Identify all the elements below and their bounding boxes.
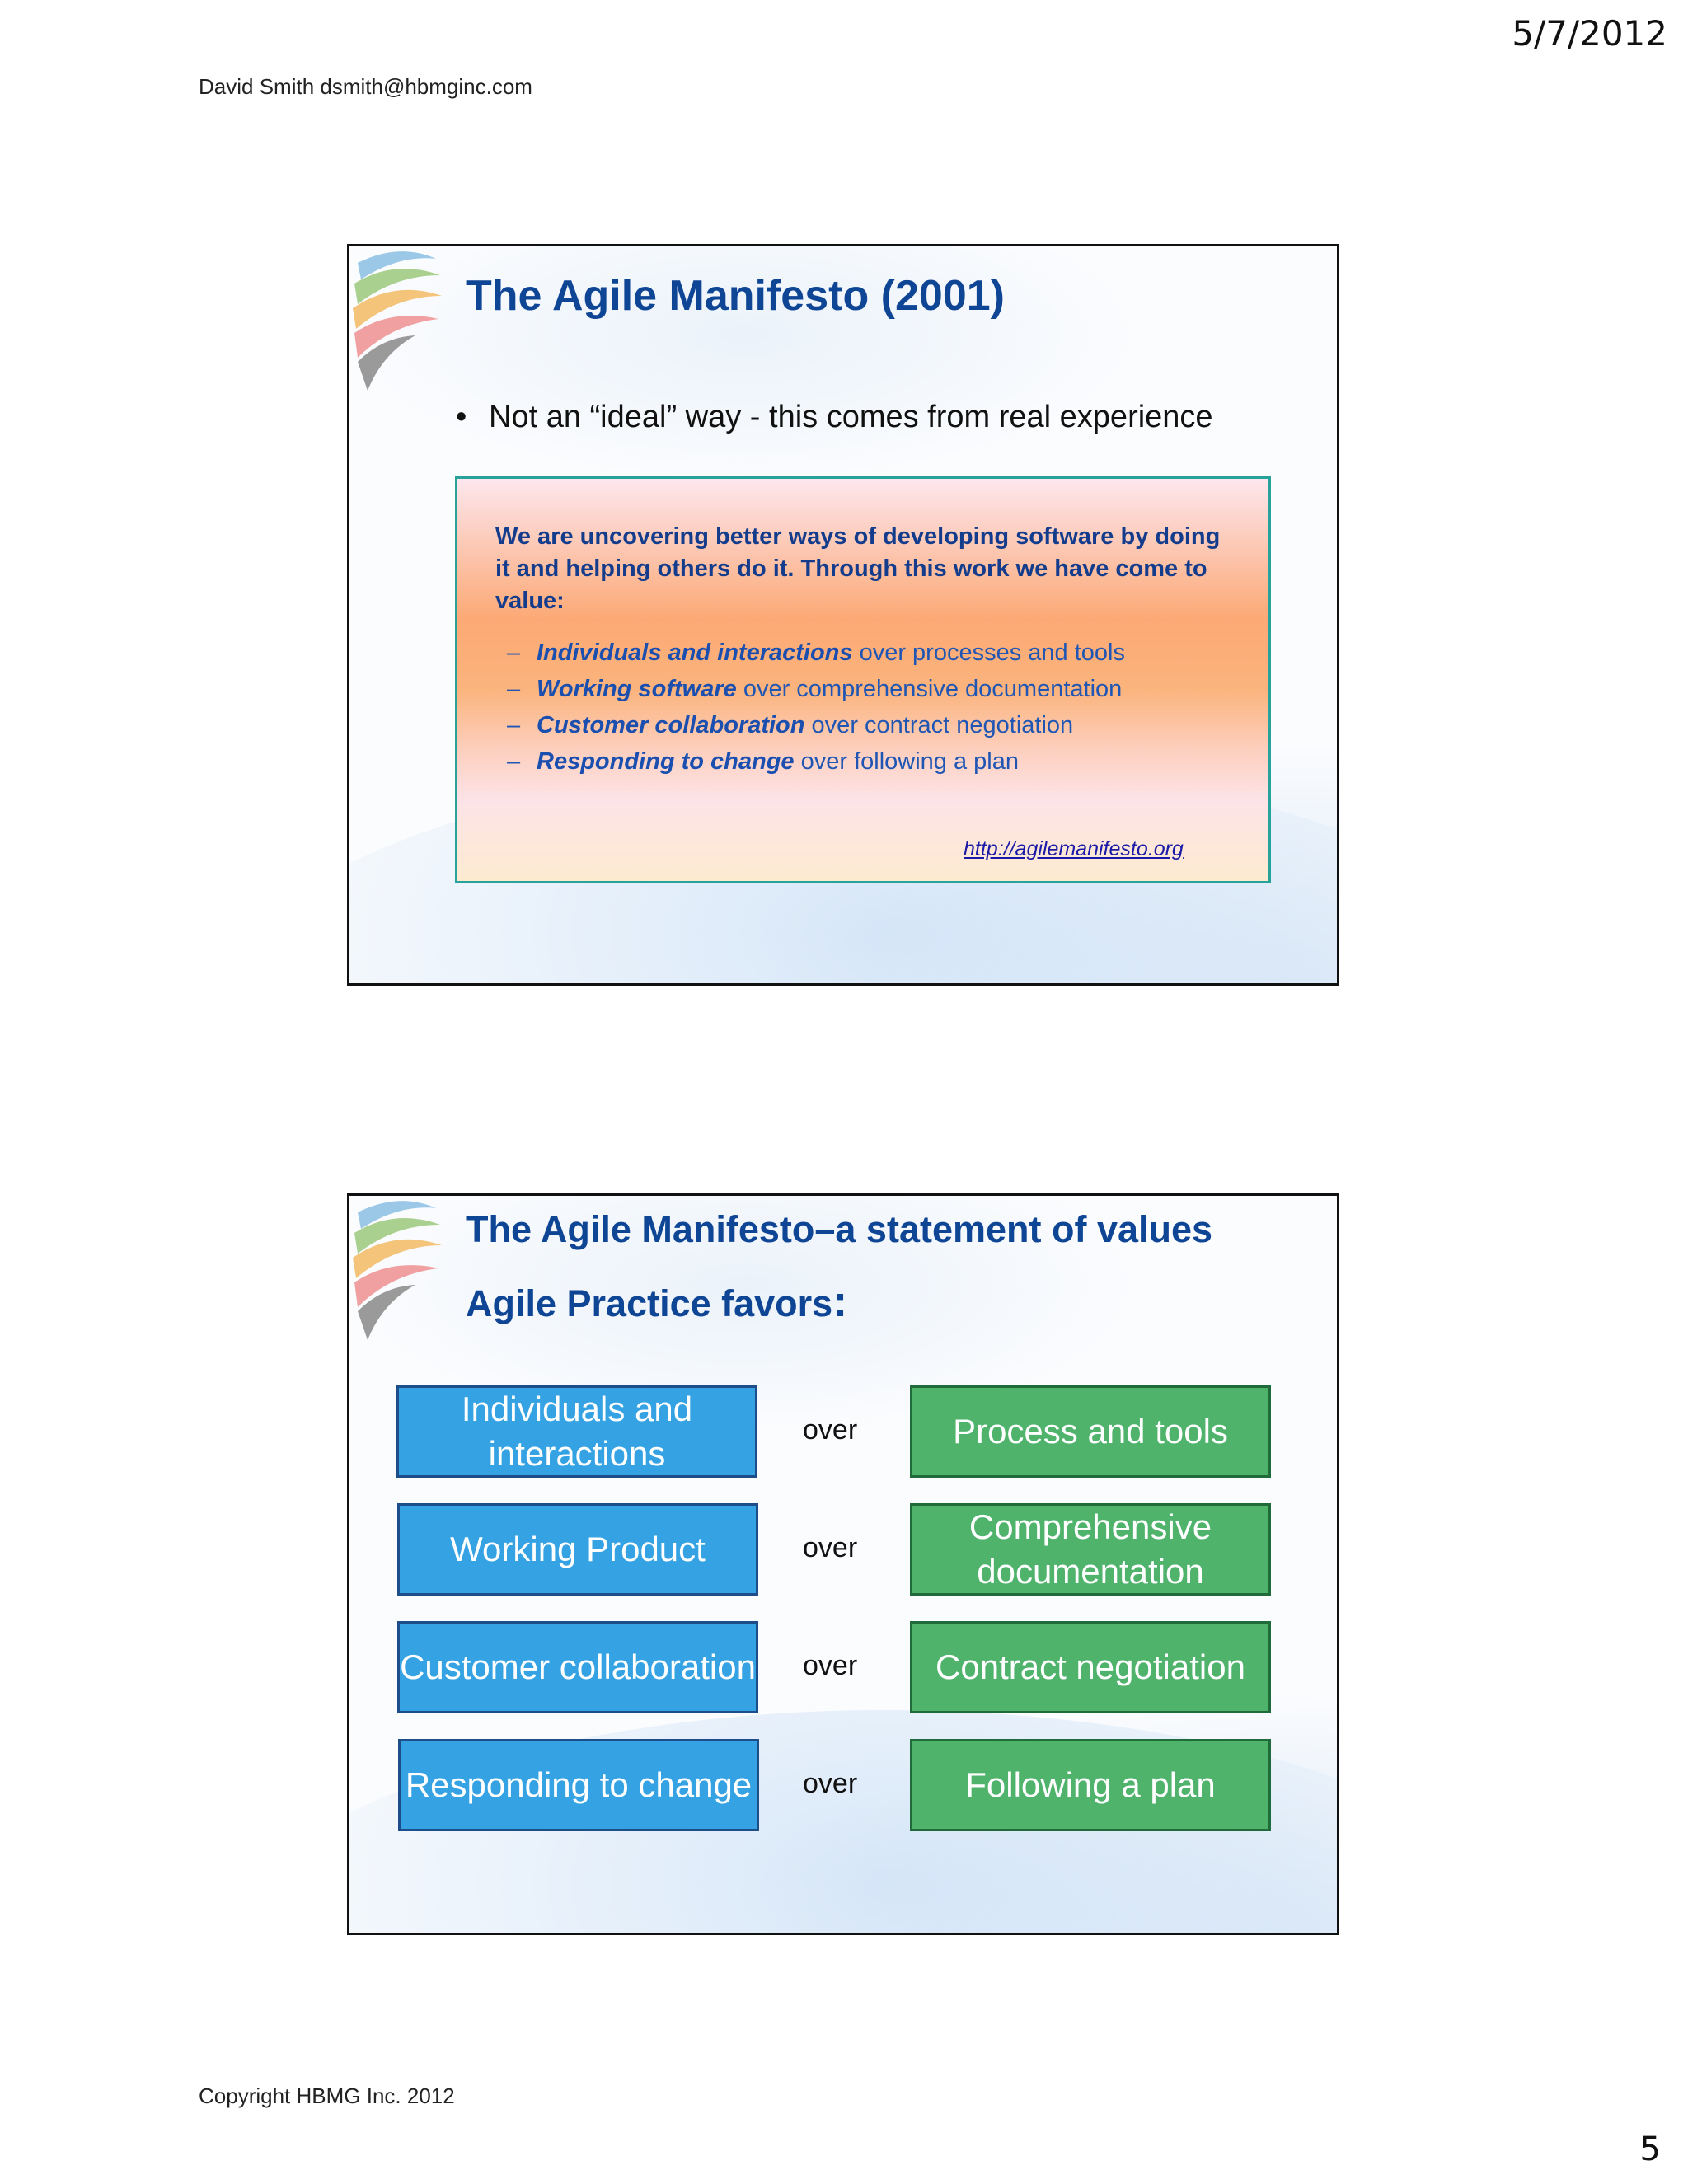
bullet-point: • Not an “ideal” way - this comes from re… xyxy=(456,400,1213,435)
subtitle-colon: : xyxy=(832,1277,848,1326)
author-header: David Smith dsmith@hbmginc.com xyxy=(199,74,532,99)
dash: – xyxy=(507,748,521,775)
list-item: –Responding to change over following a p… xyxy=(507,743,1125,780)
value-rest: over comprehensive documentation xyxy=(736,676,1123,702)
list-item: –Customer collaboration over contract ne… xyxy=(507,707,1125,743)
agilemanifesto-link[interactable]: http://agilemanifesto.org xyxy=(964,837,1184,860)
list-item: –Working software over comprehensive doc… xyxy=(507,671,1125,707)
over-label: over xyxy=(803,1768,858,1799)
favored-value-box: Working Product xyxy=(397,1503,758,1596)
dash: – xyxy=(507,676,521,702)
copyright-footer: Copyright HBMG Inc. 2012 xyxy=(199,2083,455,2108)
over-label: over xyxy=(803,1532,858,1563)
value-rest: over following a plan xyxy=(794,748,1020,775)
slide-agile-manifesto: The Agile Manifesto (2001) • Not an “idea… xyxy=(347,244,1339,986)
lesser-value-box: Process and tools xyxy=(910,1385,1271,1478)
bullet-text: Not an “ideal” way - this comes from rea… xyxy=(489,400,1213,434)
value-lead: Customer collaboration xyxy=(537,712,805,738)
slide-title: The Agile Manifesto–a statement of value… xyxy=(466,1208,1213,1250)
lesser-value-box: Contract negotiation xyxy=(910,1621,1271,1713)
bullet-symbol: • xyxy=(456,400,467,434)
manifesto-values-list: –Individuals and interactions over proce… xyxy=(507,635,1125,780)
dash: – xyxy=(507,712,521,738)
slide-subtitle: Agile Practice favors: xyxy=(466,1276,847,1327)
leaf-logo-icon xyxy=(353,251,442,391)
over-label: over xyxy=(803,1650,858,1681)
slide-title: The Agile Manifesto (2001) xyxy=(466,272,1005,320)
value-lead: Individuals and interactions xyxy=(537,640,853,666)
page-date: 5/7/2012 xyxy=(1512,13,1667,54)
lesser-value-box: Comprehensive documentation xyxy=(910,1503,1271,1596)
manifesto-quote-box: We are uncovering better ways of develop… xyxy=(455,476,1271,883)
list-item: –Individuals and interactions over proce… xyxy=(507,635,1125,671)
value-lead: Working software xyxy=(537,676,737,702)
slide-statement-of-values: The Agile Manifesto–a statement of value… xyxy=(347,1193,1339,1935)
page-number: 5 xyxy=(1639,2130,1661,2168)
lesser-value-box: Following a plan xyxy=(910,1739,1271,1831)
value-rest: over processes and tools xyxy=(852,640,1125,666)
favored-value-box: Customer collaboration xyxy=(397,1621,758,1713)
favored-value-box: Responding to change xyxy=(398,1739,759,1831)
over-label: over xyxy=(803,1414,858,1446)
subtitle-text: Agile Practice favors xyxy=(466,1282,833,1324)
favored-value-box: Individuals and interactions xyxy=(396,1385,757,1478)
manifesto-intro: We are uncovering better ways of develop… xyxy=(495,523,1221,614)
dash: – xyxy=(507,640,521,666)
value-lead: Responding to change xyxy=(537,748,795,775)
value-rest: over contract negotiation xyxy=(804,712,1074,738)
leaf-logo-icon xyxy=(353,1201,442,1340)
